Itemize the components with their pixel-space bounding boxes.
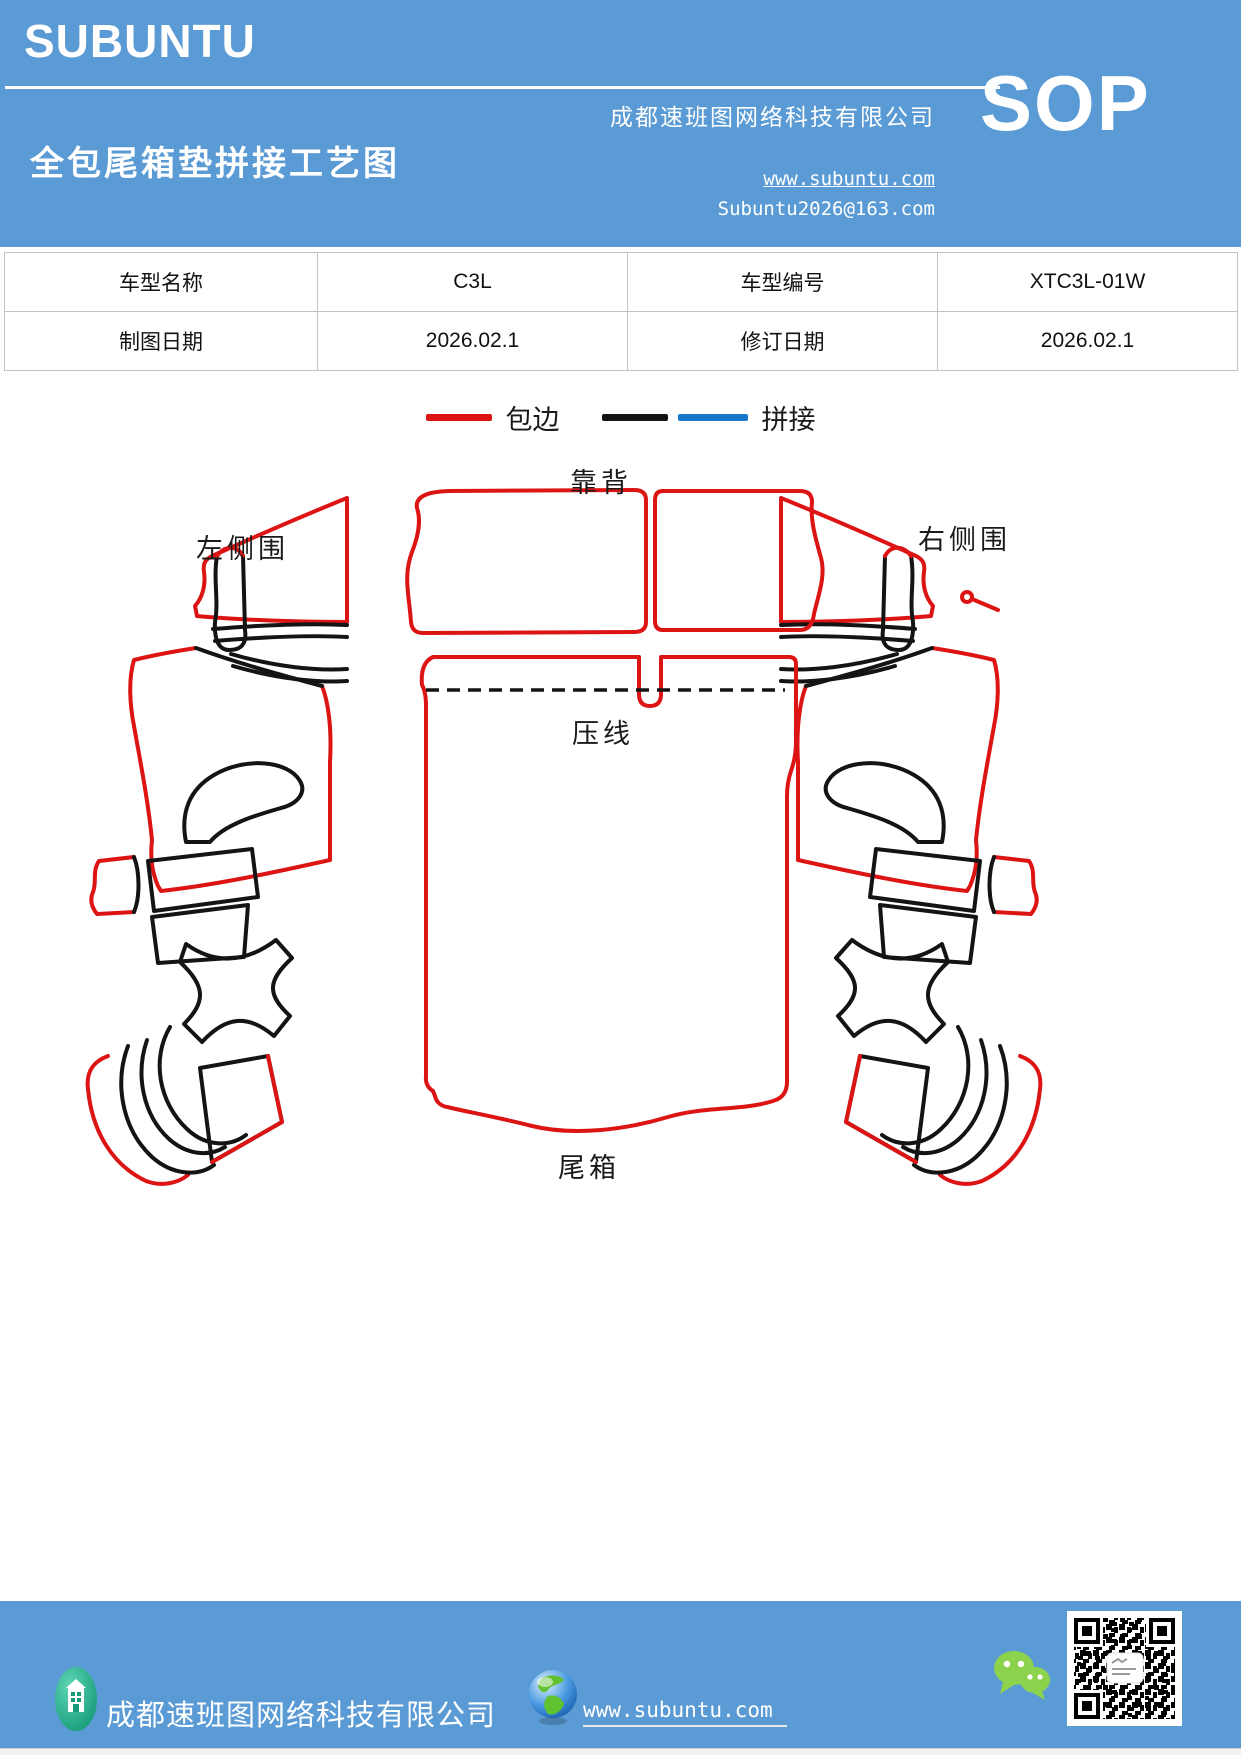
draw-date-label: 制图日期 (4, 311, 318, 371)
legend: 包边 拼接 (0, 398, 1241, 437)
stitch-black-swatch (601, 414, 668, 421)
header-company-name: 成都速班图网络科技有限公司 (610, 105, 935, 130)
trunk-label: 尾箱 (558, 1153, 620, 1183)
model-code-label: 车型编号 (627, 252, 938, 312)
model-name-value: C3L (317, 252, 628, 312)
header-website-link[interactable]: www.subuntu.com (763, 168, 935, 190)
revision-date-label: 修订日期 (627, 311, 938, 371)
stitch-label: 拼接 (761, 405, 816, 435)
stitch-blue-swatch (677, 414, 748, 421)
page-header: SUBUNTU 全包尾箱垫拼接工艺图 成都速班图网络科技有限公司 SOP www… (0, 0, 1241, 247)
sop-badge: SOP (980, 59, 1151, 147)
binding-label: 包边 (505, 405, 560, 435)
header-divider-line (5, 86, 1000, 89)
model-name-label: 车型名称 (4, 252, 318, 312)
trunk-main-piece (419, 655, 798, 1133)
footer-bottom-strip (0, 1748, 1241, 1755)
vehicle-info-table: 车型名称 C3L 车型编号 XTC3L-01W 制图日期 2026.02.1 修… (4, 252, 1238, 371)
left-side-label: 左侧围 (196, 534, 289, 564)
right-side-marker-line (970, 597, 1000, 612)
backrest-label: 靠背 (570, 468, 632, 498)
page-title: 全包尾箱垫拼接工艺图 (30, 146, 400, 183)
binding-line-swatch (425, 414, 492, 421)
right-side-marker-circle (960, 590, 974, 604)
qr-code (1067, 1611, 1182, 1726)
left-side-group (85, 496, 349, 1186)
footer-website-link[interactable]: www.subuntu.com (583, 1698, 787, 1727)
globe-icon (529, 1670, 577, 1725)
subuntu-logo: SUBUNTU (24, 15, 256, 67)
press-line-label: 压线 (572, 719, 634, 749)
table-row: 车型名称 C3L 车型编号 XTC3L-01W (4, 252, 1238, 312)
model-code-value: XTC3L-01W (937, 252, 1238, 312)
draw-date-value: 2026.02.1 (317, 311, 628, 371)
right-side-group (779, 496, 1043, 1186)
right-side-label: 右侧围 (918, 525, 1011, 555)
footer-company-name: 成都速班图网络科技有限公司 (106, 1700, 497, 1732)
header-email: Subuntu2026@163.com (717, 198, 935, 220)
revision-date-value: 2026.02.1 (937, 311, 1238, 371)
company-building-icon (55, 1667, 97, 1731)
table-row: 制图日期 2026.02.1 修订日期 2026.02.1 (4, 311, 1238, 371)
wechat-icon (994, 1651, 1050, 1700)
backrest-left-piece (405, 488, 648, 635)
backrest-right-piece (653, 489, 825, 632)
